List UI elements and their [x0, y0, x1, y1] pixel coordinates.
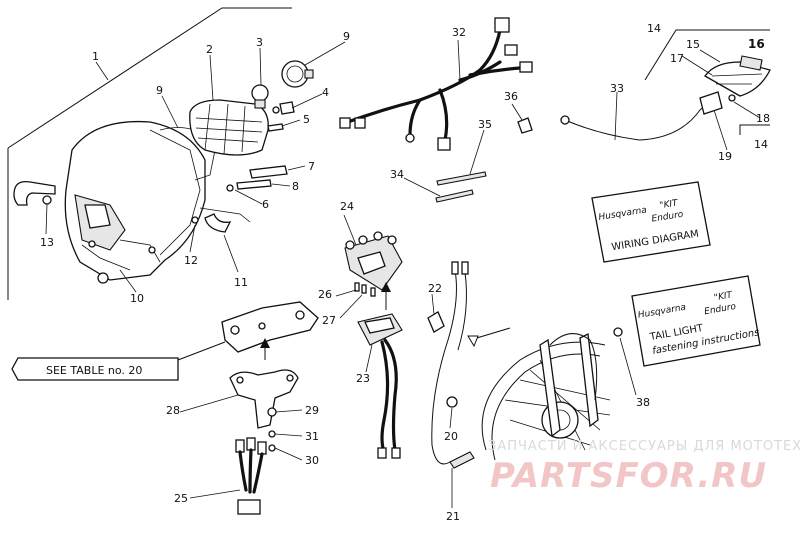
mount-clamp [199, 207, 251, 233]
parking-bulb [272, 101, 295, 115]
arrow-to-fork-head [467, 335, 479, 348]
taillight-instructions-card [631, 275, 761, 367]
watermark-brand: PARTSFOR.RU [490, 456, 767, 496]
assembly-frame-14 [644, 29, 770, 81]
callout-9a: 9 [156, 84, 163, 97]
cable-tie-35 [436, 171, 487, 186]
pins-26 [354, 282, 376, 297]
tail-light [704, 55, 771, 97]
reference-box-pointer [177, 341, 226, 361]
callout-15: 15 [686, 38, 700, 51]
cable-33 [564, 99, 713, 141]
callout-13: 13 [40, 236, 54, 249]
nut-31 [268, 430, 276, 438]
callout-8: 8 [292, 180, 299, 193]
taillight-card-kit: "KIT [713, 290, 734, 303]
connector-harness [235, 437, 267, 515]
bracket-7 [249, 165, 288, 179]
callout-23: 23 [356, 372, 370, 385]
reference-box-label: SEE TABLE no. 20 [46, 364, 142, 377]
cable-tie-34 [435, 189, 474, 203]
callout-26: 26 [318, 288, 332, 301]
arrow-to-plate-head [260, 338, 270, 348]
headlight-bulb [251, 84, 269, 109]
callout-20: 20 [444, 430, 458, 443]
callout-1: 1 [92, 50, 99, 63]
cable-bracket-22 [427, 311, 445, 333]
hook-13 [13, 180, 56, 206]
assembly-frame-1 [7, 7, 292, 149]
arrow-to-24-head [381, 282, 391, 292]
leader-lines [45, 39, 761, 508]
callout-3: 3 [256, 36, 263, 49]
callout-28: 28 [166, 404, 180, 417]
top-plate [221, 301, 319, 353]
callout-10: 10 [130, 292, 144, 305]
connector-board [344, 231, 403, 291]
assembly-frame-14-bottom [739, 124, 770, 135]
screw-5 [267, 123, 284, 132]
bracket-8 [226, 179, 272, 192]
callout-32: 32 [452, 26, 466, 39]
callout-24: 24 [340, 200, 354, 213]
callout-6: 6 [262, 198, 269, 211]
callout-22: 22 [428, 282, 442, 295]
callout-labels: 1 2 3 9 9 4 5 7 8 6 12 11 13 10 32 36 35… [40, 22, 770, 523]
speedo-cable [431, 261, 475, 469]
callout-14a: 14 [647, 22, 661, 35]
wiring-harness [339, 17, 533, 151]
callout-25: 25 [174, 492, 188, 505]
nut-30 [268, 444, 276, 452]
reference-box [11, 357, 179, 381]
callout-2: 2 [206, 43, 213, 56]
wiring-card-kit: "KIT [659, 198, 680, 211]
speedometer [281, 60, 314, 88]
washer-29 [267, 407, 277, 417]
wiring-diagram-card [591, 181, 711, 263]
callout-18: 18 [756, 112, 770, 125]
callout-31: 31 [305, 430, 319, 443]
screw-20 [446, 396, 458, 408]
watermark-tagline: ЗАПЧАСТИ И АКСЕССУАРЫ ДЛЯ МОТОТЕХНИКИ [488, 439, 800, 454]
callout-36: 36 [504, 90, 518, 103]
callout-16: 16 [748, 37, 765, 51]
callout-30: 30 [305, 454, 319, 467]
clip-36 [517, 117, 533, 134]
callout-35: 35 [478, 118, 492, 131]
callout-7: 7 [308, 160, 315, 173]
mounting-plate-28 [229, 369, 299, 429]
callout-27: 27 [322, 314, 336, 327]
callout-21: 21 [446, 510, 460, 523]
callout-11: 11 [234, 276, 248, 289]
callout-33: 33 [610, 82, 624, 95]
callout-12: 12 [184, 254, 198, 267]
callout-19: 19 [718, 150, 732, 163]
callout-29: 29 [305, 404, 319, 417]
headlight-unit [189, 99, 269, 156]
control-switch [357, 313, 403, 459]
callout-4: 4 [322, 86, 329, 99]
callout-5: 5 [303, 113, 310, 126]
headlight-fairing [64, 120, 206, 284]
screw-12 [191, 216, 199, 224]
callout-9b: 9 [343, 30, 350, 43]
callout-17: 17 [670, 52, 684, 65]
front-wheel [481, 327, 623, 461]
tail-light-holder [699, 91, 736, 115]
callout-38: 38 [636, 396, 650, 409]
callout-14b: 14 [754, 138, 768, 151]
callout-34: 34 [390, 168, 404, 181]
cable-33-end [560, 115, 570, 125]
